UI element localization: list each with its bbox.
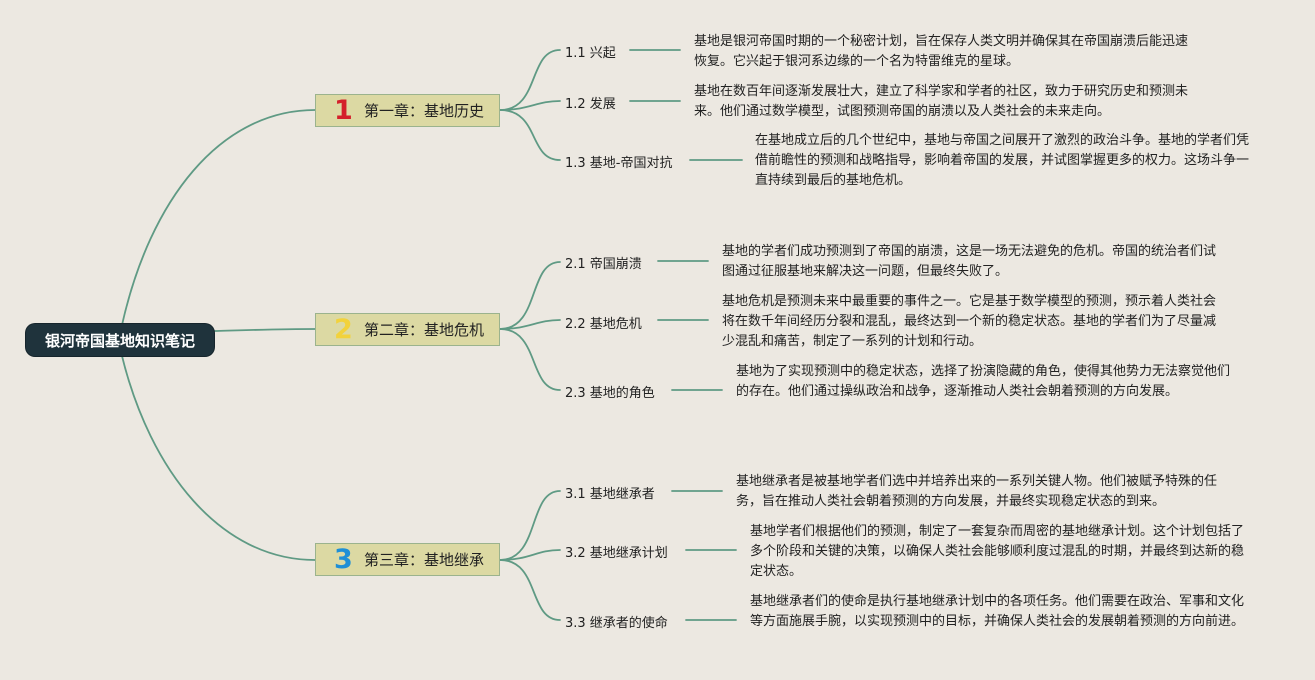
connector-ch2-s1 (499, 261, 561, 330)
section-desc-2-1: 基地的学者们成功预测到了帝国的崩溃，这是一场无法避免的危机。帝国的统治者们试图通… (722, 244, 1217, 279)
connector-ch2-s2 (499, 319, 561, 330)
chapter-node-1[interactable]: 1 第一章：基地历史 (315, 94, 500, 127)
section-desc-3-1: 基地继承者是被基地学者们选中并培养出来的一系列关键人物。他们被赋予特殊的任务，旨… (736, 474, 1218, 509)
section-label-1-2[interactable]: 1.2 发展 (565, 97, 616, 112)
root-title: 银河帝国基地知识笔记 (44, 331, 195, 350)
connector-ch3-s3 (499, 559, 561, 621)
connector-root-chapter-1 (121, 109, 316, 326)
connector-ch3-s2 (499, 549, 561, 561)
root-node[interactable]: 银河帝国基地知识笔记 (26, 324, 214, 356)
connector-ch1-s3 (499, 109, 561, 161)
number-2-icon: 2 (334, 314, 353, 345)
chapter-title: 第二章：基地危机 (364, 321, 485, 339)
connector-ch1-s1 (499, 49, 561, 111)
number-3-icon: 3 (334, 544, 353, 575)
section-label-1-3[interactable]: 1.3 基地-帝国对抗 (565, 156, 673, 171)
section-label-2-2[interactable]: 2.2 基地危机 (565, 317, 642, 332)
section-desc-1-2: 基地在数百年间逐渐发展壮大，建立了科学家和学者的社区，致力于研究历史和预测未来。… (694, 84, 1189, 119)
chapter-node-3[interactable]: 3 第三章：基地继承 (315, 543, 500, 576)
section-desc-2-2: 基地危机是预测未来中最重要的事件之一。它是基于数学模型的预测，预示着人类社会将在… (722, 294, 1217, 349)
section-label-3-1[interactable]: 3.1 基地继承者 (565, 487, 655, 502)
section-label-1-1[interactable]: 1.1 兴起 (565, 46, 616, 61)
connector-ch1-s2 (499, 100, 561, 111)
chapter-node-2[interactable]: 2 第二章：基地危机 (315, 313, 500, 346)
number-1-icon: 1 (334, 95, 353, 126)
connector-root-chapter-3 (121, 355, 316, 561)
chapter-title: 第一章：基地历史 (364, 102, 485, 120)
connector-ch3-s1 (499, 490, 561, 561)
connector-root-chapter-2 (213, 328, 316, 332)
section-label-3-3[interactable]: 3.3 继承者的使命 (565, 616, 668, 631)
connector-ch2-s3 (499, 328, 561, 391)
section-desc-1-1: 基地是银河帝国时期的一个秘密计划，旨在保存人类文明并确保其在帝国崩溃后能迅速恢复… (694, 34, 1189, 69)
section-label-3-2[interactable]: 3.2 基地继承计划 (565, 546, 668, 561)
section-desc-3-3: 基地继承者们的使命是执行基地继承计划中的各项任务。他们需要在政治、军事和文化等方… (750, 594, 1245, 629)
section-label-2-1[interactable]: 2.1 帝国崩溃 (565, 257, 642, 272)
section-desc-3-2: 基地学者们根据他们的预测，制定了一套复杂而周密的基地继承计划。这个计划包括了多个… (750, 524, 1245, 579)
chapter-title: 第三章：基地继承 (364, 551, 485, 569)
section-label-2-3[interactable]: 2.3 基地的角色 (565, 386, 655, 401)
section-desc-1-3: 在基地成立后的几个世纪中，基地与帝国之间展开了激烈的政治斗争。基地的学者们凭借前… (755, 133, 1250, 188)
section-desc-2-3: 基地为了实现预测中的稳定状态，选择了扮演隐藏的角色，使得其他势力无法察觉他们的存… (736, 364, 1231, 399)
